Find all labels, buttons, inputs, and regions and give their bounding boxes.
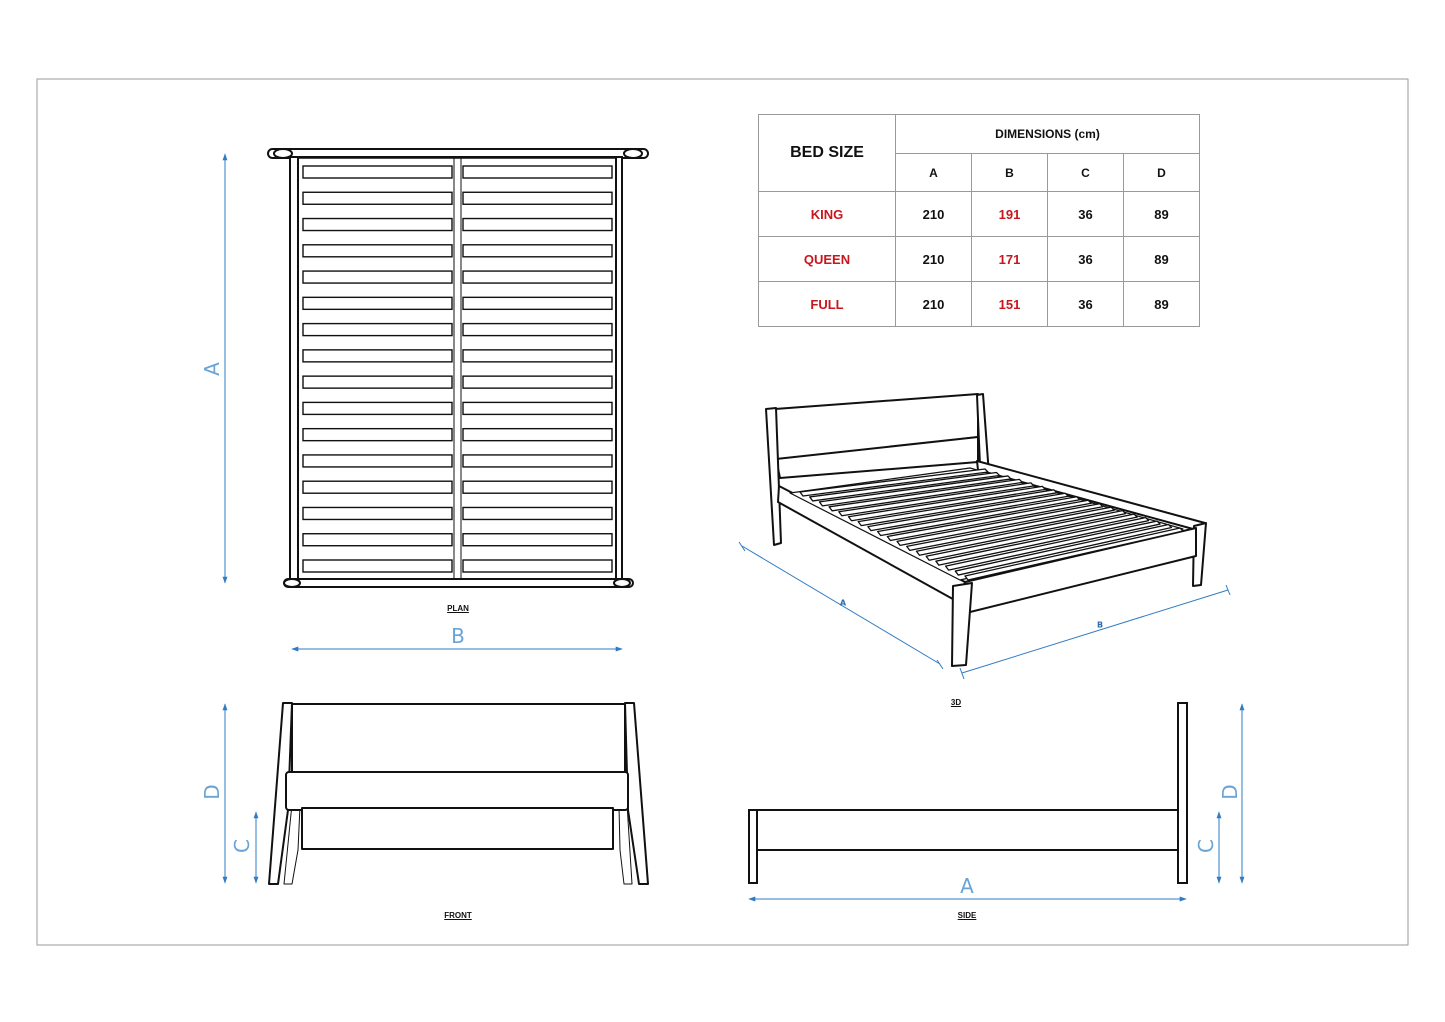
size-name: KING (758, 191, 896, 237)
column-header-d: D (1123, 153, 1200, 192)
iso-slat (935, 516, 1150, 566)
plan-slat (462, 480, 613, 494)
dimensions-header: DIMENSIONS (cm) (895, 114, 1200, 154)
front-label-c: C (230, 839, 254, 853)
column-header-c: C (1047, 153, 1124, 192)
iso-slat (809, 471, 1001, 502)
plan-slat (302, 454, 453, 468)
3d-label-a: A (839, 598, 847, 608)
side-label-a: A (960, 874, 974, 898)
plan-slat (462, 270, 613, 284)
value-c: 36 (1047, 191, 1124, 237)
3d-label-b: B (1096, 620, 1104, 630)
value-a: 210 (895, 191, 972, 237)
plan-caption: PLAN (447, 604, 469, 613)
plan-slat (462, 533, 613, 547)
value-a: 210 (895, 236, 972, 282)
plan-slat (302, 270, 453, 284)
column-header-a: A (895, 153, 972, 192)
value-d: 89 (1123, 191, 1200, 237)
plan-slat (462, 375, 613, 389)
size-name: FULL (758, 281, 896, 327)
plan-slat (462, 401, 613, 416)
3d-dimension-a (738, 541, 944, 670)
bed-size-header: BED SIZE (758, 114, 896, 192)
value-b: 191 (971, 191, 1048, 237)
value-c: 36 (1047, 281, 1124, 327)
value-a: 210 (895, 281, 972, 327)
iso-slat (964, 527, 1184, 581)
plan-slat (302, 427, 453, 442)
table-row: FULL 210 151 36 89 (758, 281, 1200, 327)
iso-slat (828, 478, 1024, 512)
table-row: QUEEN 210 171 36 89 (758, 236, 1200, 282)
plan-slat (462, 244, 613, 258)
plan-slat (302, 165, 453, 179)
plan-slat (302, 506, 453, 521)
iso-slat (857, 489, 1058, 527)
plan-slat (302, 375, 453, 389)
plan-slat (462, 296, 613, 311)
value-d: 89 (1123, 236, 1200, 282)
size-name: QUEEN (758, 236, 896, 282)
iso-slat (925, 513, 1138, 561)
3d-dimension-b (959, 584, 1231, 680)
side-label-d: D (1218, 784, 1242, 800)
plan-slat (462, 427, 613, 442)
iso-slat (818, 475, 1012, 507)
plan-slat (302, 480, 453, 494)
plan-slat (302, 244, 453, 258)
iso-slat (896, 503, 1104, 547)
iso-slat (886, 499, 1092, 542)
plan-label-b: B (451, 624, 465, 648)
iso-slat (954, 523, 1173, 576)
plan-slat (302, 401, 453, 416)
value-b: 171 (971, 236, 1048, 282)
front-caption: FRONT (444, 911, 472, 920)
plan-slat (462, 165, 613, 179)
iso-slat (876, 496, 1081, 537)
column-header-b: B (971, 153, 1048, 192)
dimensions-table: BED SIZE DIMENSIONS (cm) A B C D KING 21… (758, 114, 1200, 327)
front-view (268, 702, 649, 885)
plan-label-a: A (200, 362, 224, 376)
plan-slat (462, 191, 613, 205)
plan-slat (462, 454, 613, 468)
value-c: 36 (1047, 236, 1124, 282)
plan-slat (302, 349, 453, 363)
side-caption: SIDE (957, 911, 977, 920)
plan-slat (462, 506, 613, 521)
iso-slat (906, 506, 1115, 552)
value-d: 89 (1123, 281, 1200, 327)
plan-slat (302, 559, 453, 573)
iso-slat (867, 492, 1069, 532)
plan-slat (302, 217, 453, 232)
iso-slat (944, 520, 1161, 571)
iso-slat (847, 485, 1047, 522)
side-view (748, 702, 1188, 884)
value-b: 151 (971, 281, 1048, 327)
plan-view (267, 148, 649, 588)
3d-caption: 3D (950, 698, 962, 707)
plan-slat (302, 296, 453, 311)
side-label-c: C (1194, 839, 1218, 853)
iso-slat (838, 482, 1035, 517)
sheet-border (36, 78, 1409, 946)
3d-view (765, 393, 1207, 667)
plan-slat (302, 191, 453, 205)
plan-slat (302, 322, 453, 337)
iso-slat (799, 468, 989, 497)
plan-slat (462, 322, 613, 337)
plan-slat (462, 559, 613, 573)
plan-slat (302, 533, 453, 547)
front-label-d: D (200, 784, 224, 800)
table-row: KING 210 191 36 89 (758, 191, 1200, 237)
plan-slat (462, 217, 613, 232)
plan-slat (462, 349, 613, 363)
iso-slat (915, 509, 1127, 556)
